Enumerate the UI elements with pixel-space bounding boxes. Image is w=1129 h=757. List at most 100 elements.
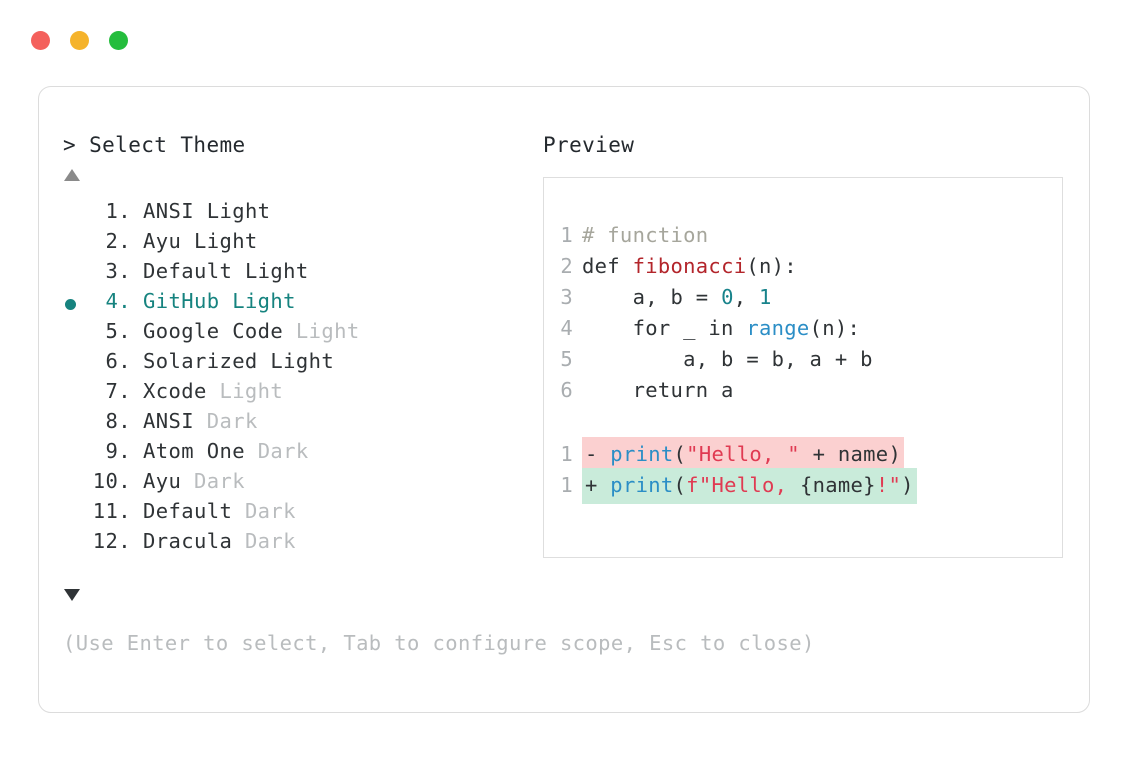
code-token: ( <box>673 473 687 497</box>
line-number: 1 <box>560 442 573 466</box>
theme-selector-panel: > Select Theme 1. ANSI Light 2. Ayu Light 3.… <box>38 86 1090 713</box>
code-token: + name) <box>799 442 902 466</box>
theme-item-variant: Dark <box>244 499 296 523</box>
keyboard-hint: (Use Enter to select, Tab to configure s… <box>63 631 815 655</box>
line-number: 2 <box>560 254 573 278</box>
theme-list-item[interactable]: 10.Ayu Dark <box>63 469 533 499</box>
theme-list-item[interactable]: 12. Dracula Dark <box>63 529 533 559</box>
code-line: 6 return a <box>558 375 917 406</box>
code-token: range <box>746 316 810 340</box>
code-token: def <box>582 254 633 278</box>
prompt-label: > Select Theme <box>63 133 246 157</box>
theme-item-variant: Dark <box>257 439 309 463</box>
diff-removed-line: 1 - print("Hello, " + name) <box>558 437 917 473</box>
theme-list-item[interactable]: 3.Default Light <box>63 259 533 289</box>
theme-item-index: 10. <box>92 469 131 493</box>
diff-added-line: 1 + print(f"Hello, {name}!") <box>558 468 917 504</box>
theme-item-name: Solarized Light <box>143 349 335 373</box>
scroll-up-indicator-icon[interactable] <box>64 169 80 181</box>
maximize-button[interactable] <box>109 31 128 50</box>
code-token: !" <box>875 473 902 497</box>
theme-list-item[interactable]: 5.Google Code Light <box>63 319 533 349</box>
code-line: 4 for _ in range(n): <box>558 313 917 344</box>
selection-bullet-cell <box>63 259 89 289</box>
code-token: {name} <box>799 473 876 497</box>
theme-item-index: 8. <box>105 409 131 433</box>
theme-item-name: GitHub Light <box>143 289 296 313</box>
code-token: a, b = <box>582 285 722 309</box>
theme-item-variant: Dark <box>193 469 245 493</box>
theme-item-variant: Light <box>219 379 284 403</box>
theme-item-index: 12. <box>92 529 131 553</box>
code-spacer <box>558 406 917 437</box>
code-token: , <box>733 285 760 309</box>
close-button[interactable] <box>31 31 50 50</box>
code-token: for _ in <box>582 316 747 340</box>
theme-list-item[interactable]: 1. ANSI Light <box>63 199 533 229</box>
theme-item-index: 11. <box>92 499 131 523</box>
selection-bullet-cell <box>63 379 89 409</box>
theme-item-variant: Light <box>244 259 309 283</box>
code-token: ( <box>673 442 687 466</box>
diff-highlight: - print("Hello, " + name) <box>582 437 905 473</box>
selection-bullet-icon <box>65 298 76 310</box>
theme-list-item[interactable]: 2. Ayu Light <box>63 229 533 259</box>
theme-list-item[interactable]: 7. Xcode Light <box>63 379 533 409</box>
code-token: 0 <box>721 285 734 309</box>
diff-sign: - <box>585 442 611 466</box>
theme-item-index: 6. <box>105 349 131 373</box>
selection-bullet-cell <box>63 349 89 379</box>
theme-item-index: 1. <box>105 199 131 223</box>
line-number: 4 <box>560 316 573 340</box>
code-token: 1 <box>759 285 772 309</box>
theme-item-index: 9. <box>105 439 131 463</box>
code-token: f"Hello, <box>686 473 800 497</box>
selection-bullet-cell <box>63 529 89 559</box>
theme-item-variant: Light <box>193 229 258 253</box>
code-token: print <box>610 442 674 466</box>
diff-line-content: + print(f"Hello, {name}!") <box>582 468 917 504</box>
code-line: 5 a, b = b, a + b <box>558 344 917 375</box>
theme-list-item[interactable]: 11. Default Dark <box>63 499 533 529</box>
theme-item-name: ANSI Light <box>143 199 271 223</box>
selection-bullet-cell <box>63 229 89 259</box>
code-token: return a <box>582 378 734 402</box>
selection-bullet-cell <box>63 409 89 439</box>
theme-list-item[interactable]: 4.GitHub Light <box>63 289 533 319</box>
theme-item-index: 2. <box>105 229 131 253</box>
diff-line-content: - print("Hello, " + name) <box>582 437 905 473</box>
selection-bullet-cell <box>63 469 89 499</box>
code-line: 3 a, b = 0, 1 <box>558 282 917 313</box>
line-number: 1 <box>560 473 573 497</box>
code-line-content: for _ in range(n): <box>582 313 860 344</box>
theme-list-item[interactable]: 6. Solarized Light <box>63 349 533 379</box>
theme-item-name: ANSI Dark <box>143 409 258 433</box>
minimize-button[interactable] <box>70 31 89 50</box>
code-line-content: a, b = b, a + b <box>582 344 873 375</box>
theme-item-variant: Light <box>270 349 335 373</box>
line-number: 3 <box>560 285 573 309</box>
selection-bullet-cell <box>63 289 89 319</box>
theme-item-name: Default Dark <box>143 499 296 523</box>
window-titlebar <box>31 31 128 50</box>
code-token: (n): <box>746 254 797 278</box>
code-line-content: return a <box>582 375 734 406</box>
theme-list-item[interactable]: 8. ANSI Dark <box>63 409 533 439</box>
theme-item-name: Xcode Light <box>143 379 284 403</box>
theme-item-name: Ayu Light <box>143 229 258 253</box>
line-number: 5 <box>560 347 573 371</box>
theme-item-variant: Light <box>206 199 271 223</box>
theme-item-name: Atom One Dark <box>143 439 309 463</box>
selection-bullet-cell <box>63 319 89 349</box>
theme-item-index: 7. <box>105 379 131 403</box>
theme-item-index: 3. <box>105 259 131 283</box>
scroll-down-indicator-icon[interactable] <box>64 589 80 601</box>
code-line-content: # function <box>582 220 708 251</box>
code-line: 1# function <box>558 220 917 251</box>
theme-item-name: Dracula Dark <box>143 529 296 553</box>
theme-item-variant: Dark <box>206 409 258 433</box>
theme-list-item[interactable]: 9. Atom One Dark <box>63 439 533 469</box>
